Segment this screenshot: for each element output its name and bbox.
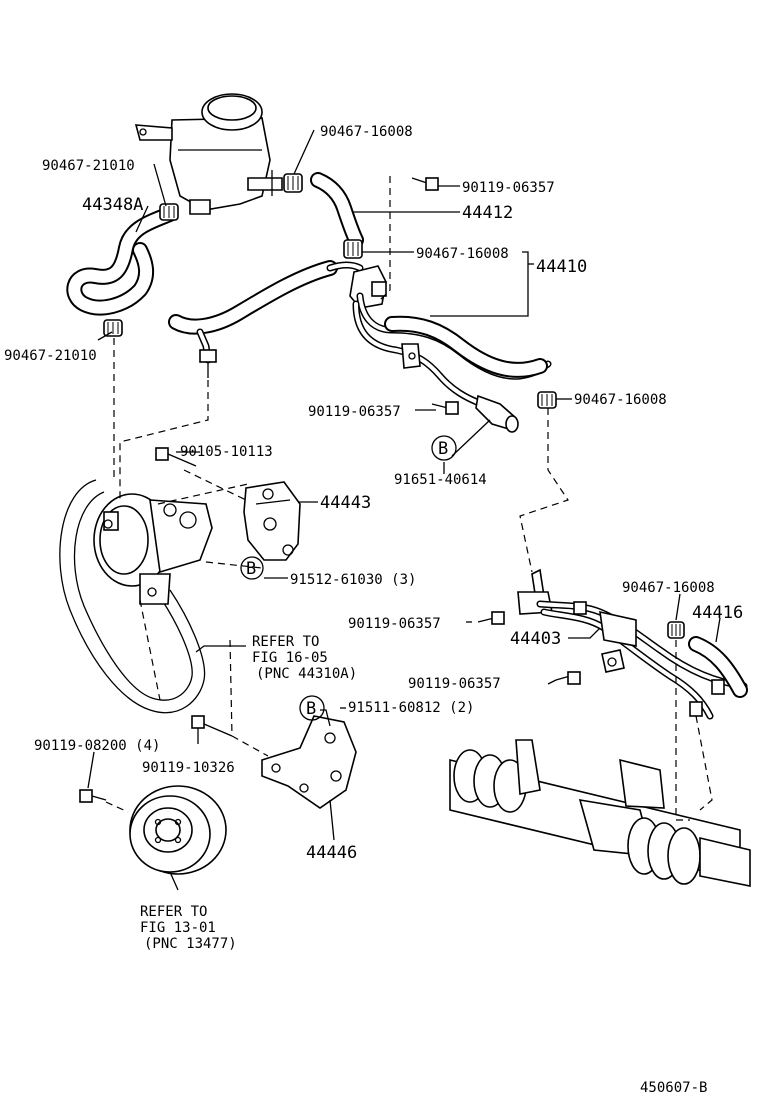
part-labels: 90467-16008 90467-21010 44348A 90119-063… [4, 124, 743, 1096]
label-44348A: 44348A [82, 195, 143, 215]
dashed-leader-lines [105, 176, 713, 821]
clamp-90467-16008-mid [343, 239, 363, 259]
refer-belt-line2: FIG 16-05 [252, 650, 328, 666]
refer-belt-note: REFER TO FIG 16-05 (PNC 44310A) [252, 634, 357, 682]
label-44446: 44446 [306, 843, 357, 863]
reservoir-tank [134, 93, 283, 215]
clamp-90467-21010-left [103, 319, 123, 337]
bolt-90119-10326 [191, 715, 233, 737]
label-91512-61030: 91512-61030 (3) [290, 572, 416, 588]
drive-belt [59, 479, 206, 714]
label-44403: 44403 [510, 629, 561, 649]
b-marker-text: B [246, 559, 256, 579]
pipe-assembly-44403 [517, 568, 748, 720]
label-90119-08200: 90119-08200 (4) [34, 738, 160, 754]
refer-belt-line1: REFER TO [252, 634, 319, 650]
label-90467-21010-top: 90467-21010 [42, 158, 135, 174]
crank-pulley [129, 785, 227, 875]
label-90119-10326: 90119-10326 [142, 760, 235, 776]
b-marker-bracket: B [240, 556, 264, 580]
label-44412: 44412 [462, 203, 513, 223]
pipe-assembly-44410 [349, 265, 552, 433]
bolt-90119-06357-low1 [477, 611, 505, 625]
pressure-hose [168, 260, 364, 378]
label-90467-16008-right: 90467-16008 [574, 392, 667, 408]
hose-44416 [688, 636, 748, 698]
label-44443: 44443 [320, 493, 371, 513]
label-90467-21010-left: 90467-21010 [4, 348, 97, 364]
refer-pulley-note: REFER TO FIG 13-01 (PNC 13477) [140, 904, 237, 952]
label-90119-06357-low1: 90119-06357 [348, 616, 441, 632]
label-90105-10113: 90105-10113 [180, 444, 273, 460]
label-90119-06357-mid: 90119-06357 [308, 404, 401, 420]
label-91511-60812: 91511-60812 (2) [348, 700, 474, 716]
steering-rack [449, 739, 751, 887]
power-steering-pump [93, 493, 213, 605]
refer-belt-line3: (PNC 44310A) [256, 666, 357, 682]
refer-pulley-line3: (PNC 13477) [144, 936, 237, 952]
clamp-90467-21010-top [159, 203, 179, 221]
figure-code: 450607-B [640, 1080, 707, 1096]
hose-44412 [310, 172, 364, 248]
refer-pulley-line1: REFER TO [140, 904, 207, 920]
label-44416: 44416 [692, 603, 743, 623]
bolt-90105-10113 [155, 447, 197, 467]
clamp-90467-16008-low [667, 621, 685, 639]
label-90467-16008-top: 90467-16008 [320, 124, 413, 140]
label-91651-40614: 91651-40614 [394, 472, 487, 488]
bolt-90119-06357-low2 [555, 671, 581, 685]
pipe-fittings-rack [689, 679, 725, 717]
label-leaders [87, 129, 721, 891]
label-90119-06357-low2: 90119-06357 [408, 676, 501, 692]
label-44410: 44410 [536, 257, 587, 277]
b-marker-pipe: B [431, 435, 457, 461]
b-marker-text: B [306, 699, 316, 719]
bolt-90119-06357-mid [431, 401, 459, 415]
label-90467-16008-mid: 90467-16008 [416, 246, 509, 262]
bracket-44443 [243, 481, 301, 561]
bolt-90119-06357-top [411, 177, 439, 191]
b-marker-bracket-lower: B [299, 695, 325, 721]
hose-44348A [66, 206, 178, 316]
bracket-44446 [261, 715, 357, 809]
label-90467-16008-low: 90467-16008 [622, 580, 715, 596]
label-90119-06357-top: 90119-06357 [462, 180, 555, 196]
bolt-90119-08200 [79, 789, 107, 803]
b-marker-text: B [438, 439, 448, 459]
refer-pulley-line2: FIG 13-01 [140, 920, 216, 936]
clamp-90467-16008-right [537, 391, 557, 409]
clamp-90467-16008-top [283, 173, 303, 193]
